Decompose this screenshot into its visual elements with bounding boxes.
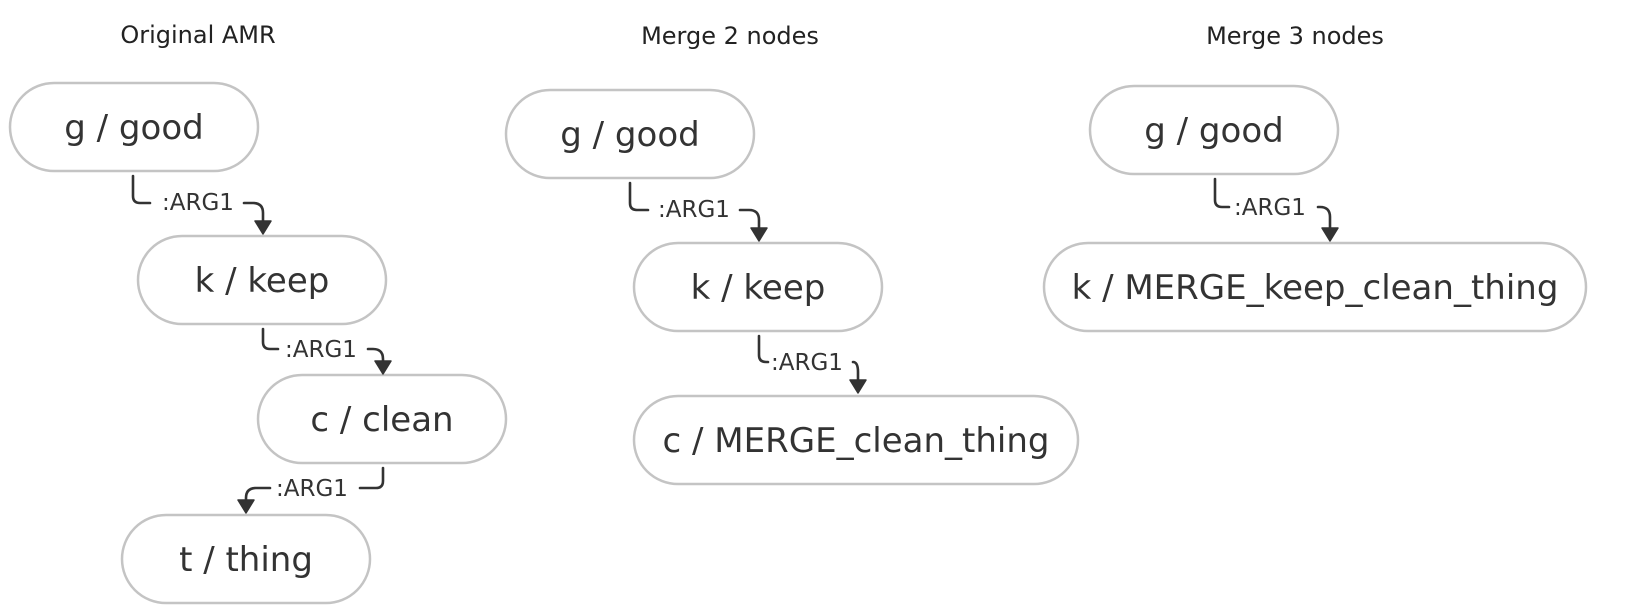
edge-label: :ARG1: [1234, 195, 1306, 221]
node-g-good: g / good: [1088, 84, 1340, 176]
edge-label: :ARG1: [285, 337, 357, 363]
node-label: g / good: [64, 108, 203, 148]
panel-title: Merge 2 nodes: [641, 22, 819, 50]
node-k-keep: k / keep: [632, 241, 884, 333]
node-k-merge-keep-clean-thing: k / MERGE_keep_clean_thing: [1042, 241, 1588, 333]
edge-label: :ARG1: [276, 476, 348, 502]
node-label: g / good: [1144, 111, 1283, 151]
node-label: c / MERGE_clean_thing: [663, 421, 1050, 461]
panel-merge-2-nodes: Merge 2 nodes g / good k / keep c / MERG…: [504, 22, 1080, 486]
node-label: t / thing: [179, 540, 313, 580]
edge-label: :ARG1: [771, 350, 843, 376]
edge-label: :ARG1: [162, 190, 234, 216]
node-t-thing: t / thing: [120, 513, 372, 605]
node-label: k / keep: [195, 261, 330, 301]
node-g-good: g / good: [504, 88, 756, 180]
edge-label: :ARG1: [658, 197, 730, 223]
panel-merge-3-nodes: Merge 3 nodes g / good k / MERGE_keep_cl…: [1042, 22, 1588, 333]
node-label: c / clean: [310, 400, 453, 440]
node-label: k / keep: [691, 268, 826, 308]
panel-original-amr: Original AMR g / good k / keep c / clean…: [8, 21, 508, 605]
edge-g-k: :ARG1: [131, 174, 272, 235]
node-label: k / MERGE_keep_clean_thing: [1072, 268, 1559, 308]
node-label: g / good: [560, 115, 699, 155]
panel-title: Original AMR: [120, 21, 275, 49]
node-c-merge-clean-thing: c / MERGE_clean_thing: [632, 394, 1080, 486]
node-k-keep: k / keep: [136, 234, 388, 326]
node-g-good: g / good: [8, 81, 260, 173]
edge-g-k: :ARG1: [1213, 177, 1339, 242]
panel-title: Merge 3 nodes: [1206, 22, 1384, 50]
edge-g-k: :ARG1: [628, 181, 768, 242]
node-c-clean: c / clean: [256, 373, 508, 465]
edge-k-c: :ARG1: [261, 327, 392, 375]
edge-k-c: :ARG1: [757, 334, 867, 394]
edge-c-t: :ARG1: [237, 466, 385, 514]
